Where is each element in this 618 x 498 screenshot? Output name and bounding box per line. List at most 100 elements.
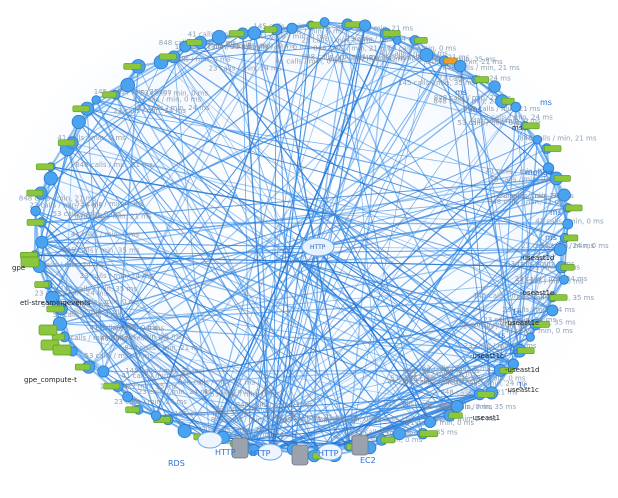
application-node-icon[interactable] [104, 383, 120, 389]
edge-metric-caption: 145 calls / min, 35 ms [383, 401, 461, 409]
edge-metric-caption: 848 calls / min, 21 ms [124, 344, 202, 352]
application-node-icon[interactable] [383, 31, 400, 37]
edge-metric-caption: 53 calls / min, 0 ms [422, 365, 491, 373]
application-node-icon[interactable] [35, 282, 49, 288]
application-node-icon[interactable] [187, 39, 202, 45]
edge-metric-caption: 145 calls / min, 35 ms [279, 417, 357, 425]
node-label: etl-streamingevents [20, 299, 91, 307]
application-node-icon[interactable] [475, 77, 489, 83]
application-node-icon[interactable] [58, 140, 74, 146]
service-endpoint-icon[interactable] [31, 206, 41, 216]
node-label: gpe [12, 264, 25, 272]
service-endpoint-icon[interactable] [121, 78, 135, 92]
service-endpoint-icon[interactable] [425, 417, 436, 428]
service-endpoint-icon[interactable] [393, 36, 401, 44]
node-label: ms [470, 105, 482, 114]
service-endpoint-icon[interactable] [72, 115, 85, 128]
application-node-icon[interactable] [229, 31, 244, 37]
edge-metric-caption: 145 calls / min, 35 ms [174, 410, 252, 418]
service-endpoint-icon[interactable] [178, 424, 191, 437]
service-endpoint-icon[interactable] [511, 102, 521, 112]
database-icon[interactable] [352, 435, 368, 455]
application-node-icon[interactable] [564, 235, 578, 241]
edge-metric-caption: 848 calls / min, 21 ms [519, 135, 597, 143]
edge-metric-caption: 23 calls / min, 24 ms [80, 272, 153, 280]
service-endpoint-icon[interactable] [420, 48, 433, 61]
service-endpoint-icon[interactable] [92, 96, 101, 105]
server-icon[interactable] [53, 345, 71, 355]
edge-metric-caption: 23 calls / min, 24 ms [113, 107, 186, 115]
node-label: 1c [518, 381, 528, 390]
service-endpoint-icon[interactable] [558, 189, 570, 201]
database-icon[interactable] [292, 445, 308, 465]
application-node-icon[interactable] [449, 413, 463, 419]
service-endpoint-icon[interactable] [287, 23, 297, 33]
center-cloud-label: HTTP [310, 244, 326, 251]
edge-metric-caption: 41 calls / min, 0 ms [71, 230, 140, 238]
service-endpoint-icon[interactable] [44, 172, 57, 185]
service-endpoint-icon[interactable] [563, 219, 573, 229]
node-label: -useast1 [470, 414, 500, 422]
application-node-icon[interactable] [523, 123, 539, 129]
service-endpoint-icon[interactable] [533, 135, 542, 144]
service-endpoint-icon[interactable] [151, 411, 161, 421]
application-node-icon[interactable] [517, 348, 535, 354]
edge-metric-caption: 53 calls / min, 0 ms [85, 352, 154, 360]
application-node-icon[interactable] [27, 190, 43, 196]
application-node-icon[interactable] [420, 431, 438, 437]
application-node-icon[interactable] [159, 54, 176, 60]
node-label: ms [545, 233, 557, 242]
server-icon[interactable] [39, 325, 57, 335]
service-endpoint-icon[interactable] [320, 18, 329, 27]
application-node-icon[interactable] [561, 264, 575, 270]
service-endpoint-icon[interactable] [489, 81, 501, 93]
edge-metric-caption: 848 calls / min, 21 ms [328, 56, 406, 64]
node-label: gpe_compute-t [24, 376, 77, 384]
service-endpoint-icon[interactable] [98, 366, 109, 377]
node-label: HTTP [318, 449, 339, 458]
node-label: ms [455, 88, 467, 97]
node-label: HTTP [250, 449, 271, 458]
edge-metric-caption: 848 calls / min, 21 ms [313, 45, 391, 53]
service-endpoint-icon[interactable] [36, 236, 48, 248]
service-endpoint-icon[interactable] [393, 427, 405, 439]
application-node-icon[interactable] [566, 205, 583, 211]
service-endpoint-icon[interactable] [123, 392, 133, 402]
application-node-icon[interactable] [36, 164, 53, 170]
application-node-icon[interactable] [126, 407, 140, 413]
edge-metric-caption: 848 calls / min, 21 ms [178, 378, 256, 386]
http-cloud-icon[interactable] [198, 432, 222, 448]
application-node-icon[interactable] [381, 437, 395, 443]
node-label: rs [498, 331, 505, 340]
service-endpoint-icon[interactable] [212, 30, 226, 44]
service-endpoint-icon[interactable] [248, 27, 261, 40]
application-node-icon[interactable] [103, 92, 117, 98]
node-label: 1e [512, 308, 522, 317]
edge-metric-caption: 848 calls / min, 21 ms [236, 401, 314, 409]
application-node-icon[interactable] [73, 106, 90, 112]
service-endpoint-icon[interactable] [359, 20, 370, 31]
node-label: 1d [508, 347, 518, 356]
node-label: ms [512, 124, 523, 132]
node-label: ms [540, 98, 552, 107]
application-node-icon[interactable] [75, 364, 90, 370]
application-node-icon[interactable] [544, 146, 561, 152]
application-node-icon[interactable] [27, 219, 44, 225]
edge-metric-caption: 23 calls / min, 24 ms [515, 275, 588, 283]
center-http-cloud[interactable]: HTTP [302, 238, 334, 256]
service-endpoint-icon[interactable] [454, 60, 466, 72]
service-endpoint-icon[interactable] [547, 305, 558, 316]
application-node-icon[interactable] [554, 175, 570, 181]
application-node-icon[interactable] [264, 27, 277, 33]
service-endpoint-icon[interactable] [526, 333, 534, 341]
application-node-icon[interactable] [415, 37, 428, 43]
application-node-icon[interactable] [477, 391, 494, 397]
service-endpoint-icon[interactable] [554, 243, 566, 255]
edge-metric-caption: 53 calls / min, 0 ms [53, 210, 122, 218]
service-endpoint-icon[interactable] [560, 275, 569, 284]
node-label: mongo [525, 168, 553, 177]
edge-metric-caption: 53 calls / min, 0 ms [96, 325, 165, 333]
application-node-icon[interactable] [124, 63, 141, 69]
